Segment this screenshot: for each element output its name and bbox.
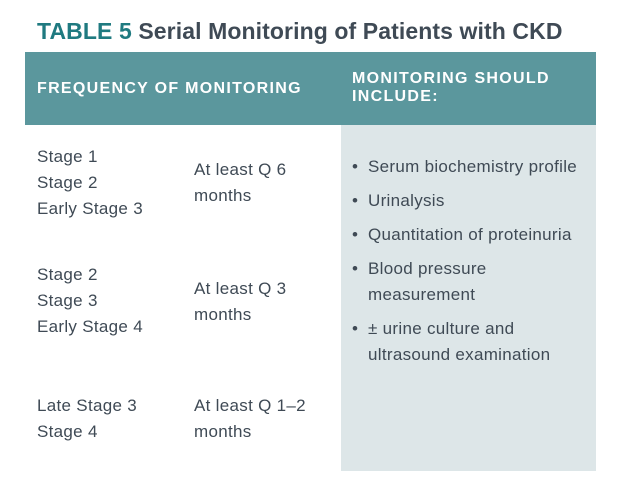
row-1-frequency: At least Q 6 months — [194, 157, 286, 209]
list-item-text: ± urine culture and ultrasound examinati… — [368, 319, 551, 364]
header-monitoring: MONITORING SHOULD INCLUDE: — [352, 70, 550, 105]
table-title-text: Serial Monitoring of Patients with CKD — [138, 18, 563, 44]
monitoring-list: •Serum biochemistry profile •Urinalysis … — [352, 154, 588, 376]
stage-label: Stage 3 — [37, 291, 98, 310]
bullet-icon: • — [352, 191, 359, 210]
bullet-icon: • — [352, 319, 359, 338]
list-item-text: Quantitation of proteinuria — [368, 225, 572, 244]
row-2-frequency: At least Q 3 months — [194, 276, 286, 328]
list-item-text: Urinalysis — [368, 191, 445, 210]
frequency-line: At least Q 3 — [194, 279, 287, 298]
table-title: TABLE 5 Serial Monitoring of Patients wi… — [37, 15, 563, 47]
list-item: • Urinalysis — [352, 188, 588, 214]
list-item-text: Blood pressure measurement — [368, 259, 487, 304]
row-2-stages: Stage 2 Stage 3 Early Stage 4 — [37, 262, 143, 340]
monitoring-panel — [341, 125, 596, 471]
list-item: • ± urine culture and ultrasound examinat… — [352, 316, 588, 368]
stage-label: Late Stage 3 — [37, 396, 138, 415]
frequency-line: months — [194, 422, 252, 441]
stage-label: Early Stage 4 — [37, 317, 143, 336]
row-3-frequency: At least Q 1–2 months — [194, 393, 306, 445]
stage-label: Stage 2 — [37, 173, 98, 192]
row-1-stages: Stage 1 Stage 2 Early Stage 3 — [37, 144, 143, 222]
frequency-line: months — [194, 305, 252, 324]
row-3-stages: Late Stage 3 Stage 4 — [37, 393, 137, 445]
header-frequency: FREQUENCY OF MONITORING — [37, 80, 302, 97]
stage-label: Early Stage 3 — [37, 199, 143, 218]
frequency-line: months — [194, 186, 252, 205]
list-item: • Quantitation of proteinuria — [352, 222, 588, 248]
bullet-icon: • — [352, 157, 359, 176]
list-item: • Blood pressure measurement — [352, 256, 588, 308]
stage-label: Stage 1 — [37, 147, 98, 166]
list-item-text: Serum biochemistry profile — [368, 157, 578, 176]
bullet-icon: • — [352, 225, 359, 244]
list-item: • Serum biochemistry profile — [352, 154, 588, 180]
frequency-line: At least Q 6 — [194, 160, 287, 179]
frequency-line: At least Q 1–2 — [194, 396, 306, 415]
bullet-icon: • — [352, 259, 359, 278]
stage-label: Stage 2 — [37, 265, 98, 284]
stage-label: Stage 4 — [37, 422, 98, 441]
table-header: FREQUENCY OF MONITORING MONITORING SHOUL… — [25, 52, 596, 125]
table-number: TABLE 5 — [37, 18, 132, 44]
